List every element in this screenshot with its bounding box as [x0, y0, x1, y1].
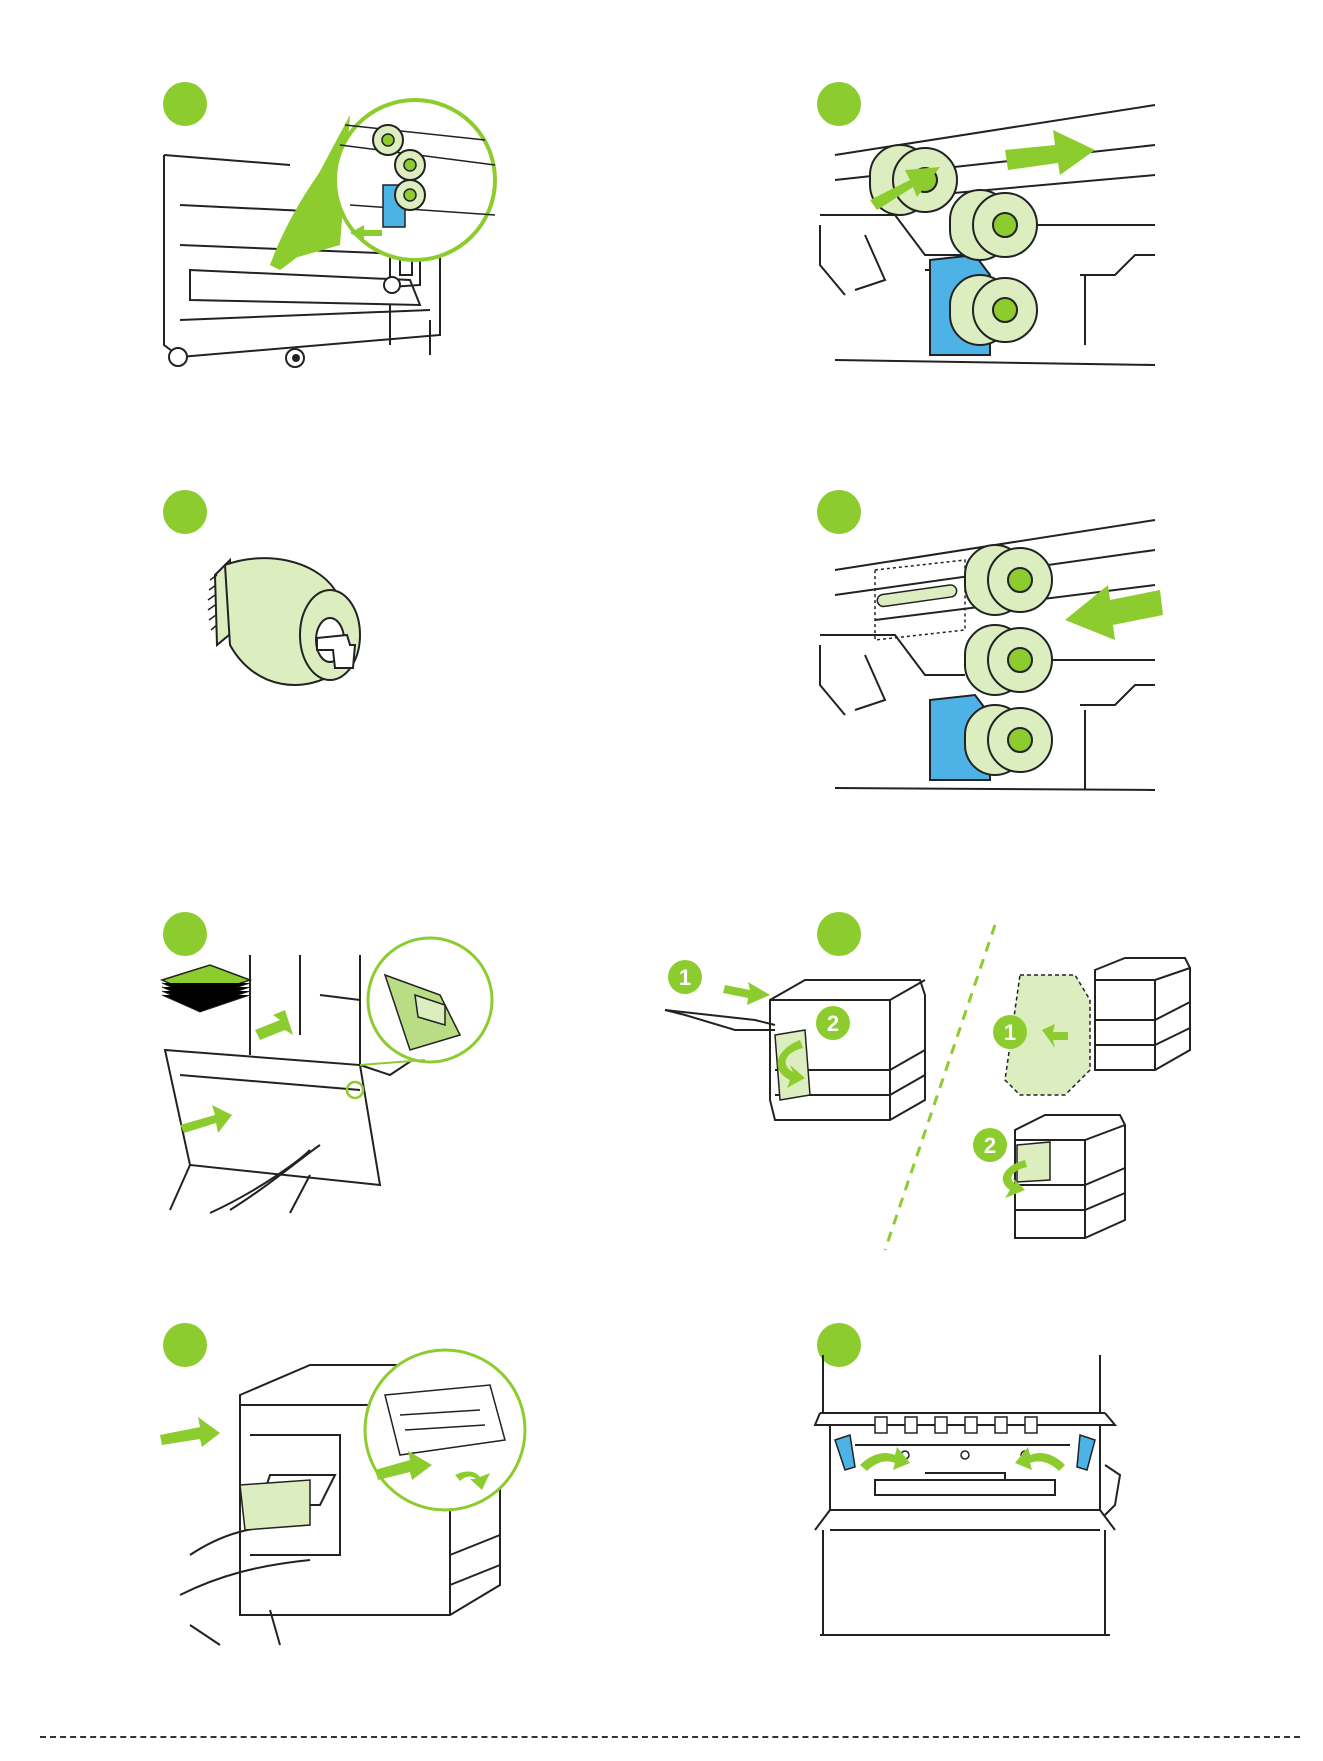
printer-door-icon: 1 2 1 [665, 920, 1205, 1260]
substep-2-label: 2 [827, 1011, 839, 1036]
roller-callout-illustration [150, 95, 530, 375]
pickup-roller-illustration [205, 550, 385, 710]
printer-door-illustration: 1 2 1 [665, 920, 1205, 1260]
paper-tray-icon [160, 955, 480, 1215]
fuser-levers-icon [815, 1355, 1115, 1640]
pickup-roller-icon [205, 550, 385, 710]
roller-install-icon [815, 510, 1165, 800]
fuser-removal-illustration [160, 1355, 520, 1650]
fuser-removal-icon [160, 1355, 520, 1650]
paper-tray-illustration [160, 955, 480, 1215]
substep-1-label-alt: 1 [1004, 1020, 1016, 1045]
page-bottom-rule [40, 1736, 1300, 1738]
roller-install-illustration [815, 510, 1165, 800]
roller-slide-illustration [815, 105, 1165, 385]
step-marker [163, 912, 207, 956]
roller-callout-icon [150, 95, 530, 375]
substep-1-label: 1 [679, 965, 691, 990]
fuser-levers-illustration [815, 1355, 1115, 1640]
substep-2-label-alt: 2 [984, 1133, 996, 1158]
step-marker [163, 490, 207, 534]
roller-slide-icon [815, 105, 1165, 385]
